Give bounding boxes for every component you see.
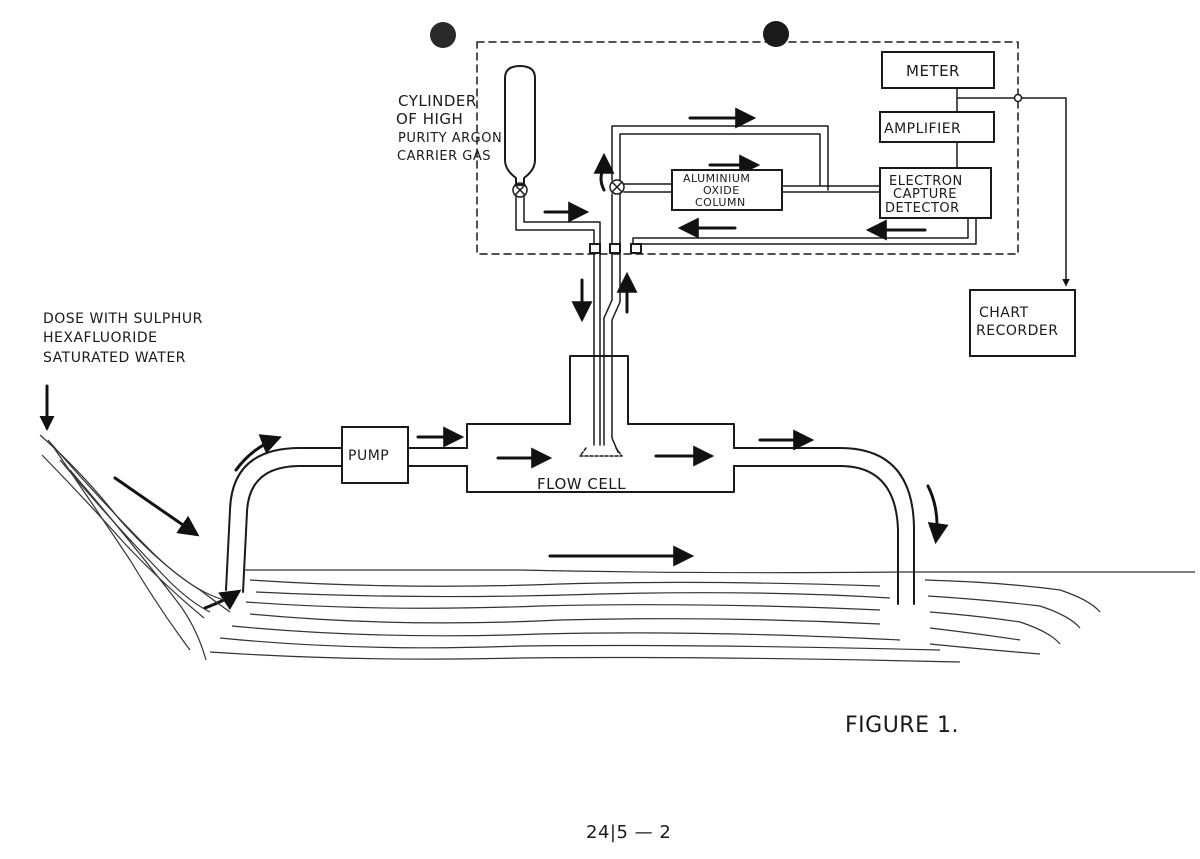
- water-flow-arrows: [39, 384, 949, 611]
- column-label-line-2: OXIDE: [703, 184, 740, 197]
- meter-label: METER: [906, 62, 960, 80]
- probe-tubes: [571, 252, 638, 457]
- column-box: [671, 169, 783, 211]
- signal-line: [956, 93, 1070, 287]
- cylinder-label: CYLINDER OF HIGH PURITY ARGON CARRIER GA…: [396, 92, 507, 164]
- dose-label: DOSE WITH SULPHUR HEXAFLUORIDE SATURATED…: [43, 311, 208, 366]
- chart-recorder-label: CHART RECORDER: [976, 305, 1058, 339]
- punch-hole-right: [763, 21, 789, 47]
- flow-cell: [466, 355, 735, 493]
- flow-cell-label: FLOW CELL: [537, 475, 626, 493]
- cylinder-label-line-4: CARRIER GAS: [397, 149, 491, 164]
- cylinder-label-line-2: OF HIGH: [396, 110, 463, 128]
- argon-cylinder: [504, 65, 536, 198]
- page-number: 24|5 — 2: [586, 822, 671, 843]
- column-label: ALUMINIUM OXIDE COLUMN: [683, 172, 754, 209]
- cylinder-label-line-3: PURITY ARGON: [398, 131, 502, 146]
- dose-label-line-1: DOSE WITH SULPHUR: [43, 311, 203, 327]
- cylinder-label-line-1: CYLINDER: [398, 92, 477, 110]
- chart-recorder-label-line-2: RECORDER: [976, 323, 1058, 339]
- detector-label-line-3: DETECTOR: [885, 201, 960, 216]
- column-label-line-1: ALUMINIUM: [683, 172, 750, 185]
- gas-flow-arrows: [543, 107, 927, 241]
- pump-box: [341, 426, 409, 484]
- injection-valve: [609, 179, 625, 195]
- detector-label-line-2: CAPTURE: [893, 187, 957, 202]
- amplifier-box: [879, 111, 995, 143]
- chart-recorder-box: [969, 289, 1076, 357]
- dose-label-line-2: HEXAFLUORIDE: [43, 330, 157, 346]
- water-body: [39, 434, 1195, 663]
- instrument-enclosure: [476, 41, 1019, 255]
- amplifier-label: AMPLIFIER: [884, 121, 961, 137]
- figure-title: FIGURE 1.: [845, 713, 959, 738]
- detector-label-line-1: ELECTRON: [889, 174, 963, 189]
- water-pipes: [225, 447, 915, 605]
- column-label-line-3: COLUMN: [695, 196, 746, 209]
- dose-label-line-3: SATURATED WATER: [43, 350, 186, 366]
- detector-label: ELECTRON CAPTURE DETECTOR: [885, 174, 967, 216]
- chart-recorder-label-line-1: CHART: [979, 305, 1029, 321]
- pump-label: PUMP: [348, 448, 389, 464]
- detector-box: [879, 167, 992, 219]
- meter-box: [881, 51, 995, 89]
- punch-hole-left: [430, 22, 456, 48]
